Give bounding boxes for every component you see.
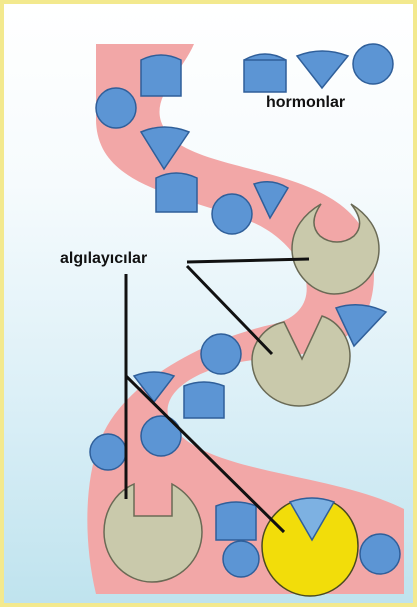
pointer-line (187, 259, 309, 262)
hormone-circle (223, 541, 259, 577)
hormone-circle (201, 334, 241, 374)
hormone-square (216, 502, 256, 540)
hormones-label: hormonlar (266, 94, 345, 112)
hormone-circle (141, 416, 181, 456)
hormone-circle (96, 88, 136, 128)
legend-hormone-triangle (297, 51, 348, 88)
receptors-label: algılayıcılar (60, 250, 147, 268)
hormone-square (184, 382, 224, 418)
hormone-square (156, 173, 197, 212)
hormone-circle (90, 434, 126, 470)
hormone-square (141, 55, 181, 96)
legend-hormone-square (244, 54, 286, 92)
legend-hormone-circle (353, 44, 393, 84)
hormone-circle (212, 194, 252, 234)
diagram-canvas (4, 4, 417, 607)
hormone-circle (360, 534, 400, 574)
